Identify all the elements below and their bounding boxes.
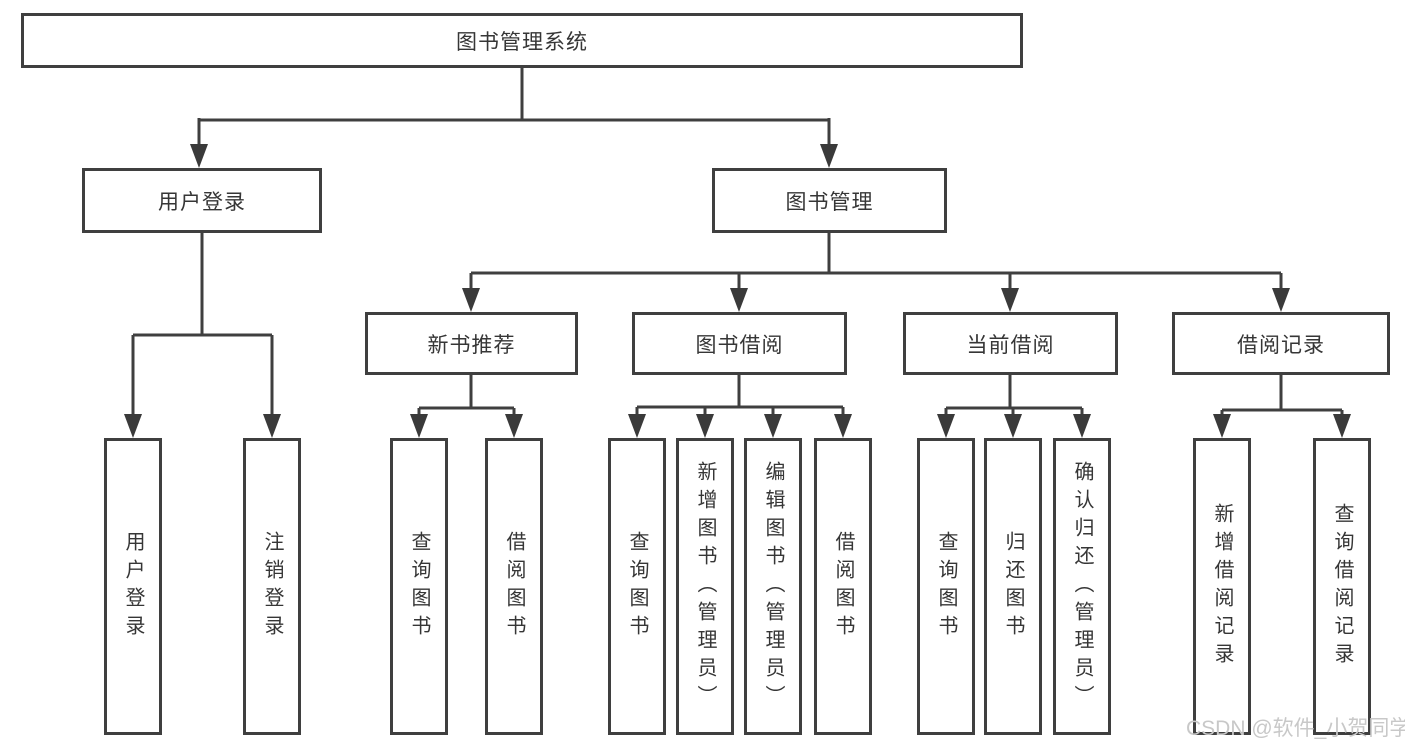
leaf-query-books-recommend-label: 查询图书 [408, 530, 430, 643]
node-library-management-system: 图书管理系统 [21, 13, 1023, 68]
leaf-borrow-books-recommend-label: 借阅图书 [503, 530, 525, 643]
leaf-user-login: 用户登录 [104, 438, 162, 735]
leaf-borrow-books: 借阅图书 [814, 438, 872, 735]
leaf-query-books-borrow: 查询图书 [608, 438, 666, 735]
leaf-logout: 注销登录 [243, 438, 301, 735]
leaf-query-books-current: 查询图书 [917, 438, 975, 735]
node-book-management: 图书管理 [712, 168, 947, 233]
leaf-confirm-return-admin-label: 确认归还（管理员） [1071, 460, 1093, 713]
leaf-return-books: 归还图书 [984, 438, 1042, 735]
leaf-query-books-recommend: 查询图书 [390, 438, 448, 735]
node-new-book-recommend: 新书推荐 [365, 312, 578, 375]
leaf-borrow-books-label: 借阅图书 [832, 530, 854, 643]
leaf-query-books-borrow-label: 查询图书 [626, 530, 648, 643]
leaf-edit-books-admin: 编辑图书（管理员） [744, 438, 802, 735]
leaf-add-borrow-record-label: 新增借阅记录 [1211, 502, 1233, 671]
node-book-borrowing: 图书借阅 [632, 312, 847, 375]
node-user-login: 用户登录 [82, 168, 322, 233]
leaf-confirm-return-admin: 确认归还（管理员） [1053, 438, 1111, 735]
csdn-watermark: CSDN @软件_小贺同学 [1186, 717, 1405, 740]
leaf-return-books-label: 归还图书 [1002, 530, 1024, 643]
leaf-add-books-admin-label: 新增图书（管理员） [694, 460, 716, 713]
leaf-query-borrow-record-label: 查询借阅记录 [1331, 502, 1353, 671]
node-borrowing-records: 借阅记录 [1172, 312, 1390, 375]
leaf-query-borrow-record: 查询借阅记录 [1313, 438, 1371, 735]
leaf-edit-books-admin-label: 编辑图书（管理员） [762, 460, 784, 713]
leaf-add-books-admin: 新增图书（管理员） [676, 438, 734, 735]
node-current-borrowing: 当前借阅 [903, 312, 1118, 375]
leaf-add-borrow-record: 新增借阅记录 [1193, 438, 1251, 735]
leaf-user-login-label: 用户登录 [122, 530, 144, 643]
leaf-borrow-books-recommend: 借阅图书 [485, 438, 543, 735]
leaf-logout-label: 注销登录 [261, 530, 283, 643]
leaf-query-books-current-label: 查询图书 [935, 530, 957, 643]
